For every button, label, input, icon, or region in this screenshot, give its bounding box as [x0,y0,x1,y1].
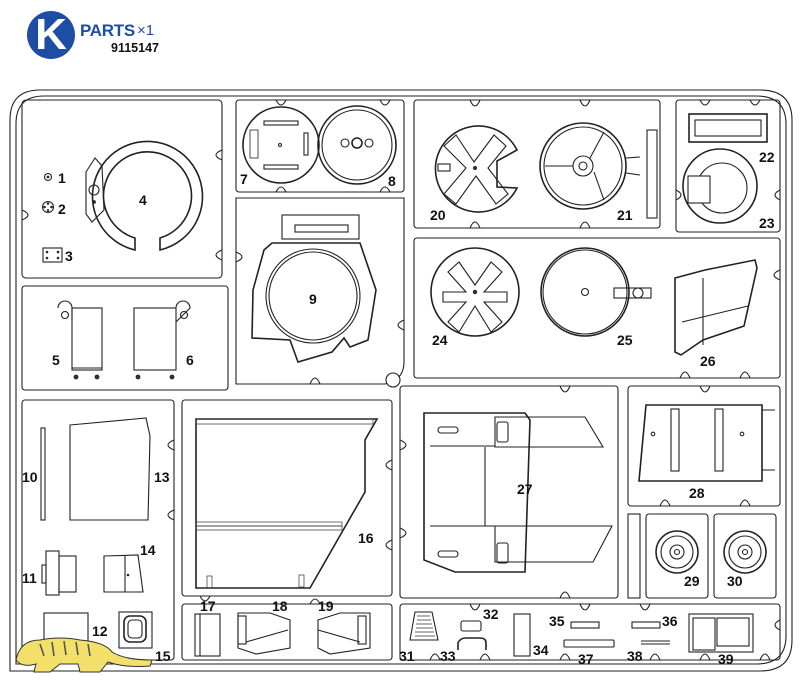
part-3 [42,247,63,263]
label-part-4: 4 [139,192,147,208]
part-30 [723,530,767,574]
label-part-1: 1 [58,170,66,186]
sprue-header: K PARTS ×1 9115147 [0,0,260,70]
label-part-30: 30 [727,573,743,589]
part-29 [655,530,699,574]
part-36 [631,621,661,629]
part-10 [40,427,46,521]
label-part-6: 6 [186,352,194,368]
label-part-13: 13 [154,469,170,485]
label-part-34: 34 [533,642,549,658]
sprue-runners [21,99,781,661]
label-part-22: 22 [759,149,775,165]
part-26 [674,259,758,356]
part-9 [251,214,377,363]
label-part-25: 25 [617,332,633,348]
label-part-9: 9 [309,291,317,307]
part-37 [563,639,615,648]
label-part-5: 5 [52,352,60,368]
parts-label: PARTS [80,21,135,40]
sprue-frame [9,89,793,672]
label-part-20: 20 [430,207,446,223]
part-16 [195,418,379,589]
part-14 [103,554,144,593]
label-part-11: 11 [22,570,37,586]
label-part-24: 24 [432,332,448,348]
part-1 [43,172,53,182]
part-15 [118,611,153,649]
part-35 [570,621,600,629]
label-part-31: 31 [399,648,415,664]
part-38 [641,640,670,645]
tiger-logo [15,637,153,673]
parts-quantity: ×1 [137,22,155,39]
label-part-23: 23 [759,215,775,231]
label-part-17: 17 [200,598,216,614]
label-part-15: 15 [155,648,171,664]
label-part-35: 35 [549,613,565,629]
part-11 [41,550,77,596]
part-31 [409,611,439,641]
sprue-letter-badge: K [27,11,75,59]
label-part-39: 39 [718,651,734,667]
label-part-26: 26 [700,353,716,369]
part-6 [133,300,191,380]
label-part-18: 18 [272,598,288,614]
part-8 [317,105,397,185]
label-part-12: 12 [92,623,108,639]
part-33 [457,637,487,650]
part-28 [638,404,775,482]
label-part-27: 27 [517,481,533,497]
part-5 [57,300,103,380]
part-13 [69,417,151,521]
part-23 [682,148,758,224]
label-part-10: 10 [22,469,38,485]
label-part-21: 21 [617,207,633,223]
part-code: 9115147 [111,41,159,55]
label-part-33: 33 [440,648,456,664]
part-labels: 1 2 3 4 5 6 7 8 9 10 11 12 13 14 15 16 1… [22,149,775,667]
part-2 [41,200,55,214]
part-7 [242,106,320,184]
part-24 [430,247,520,337]
part-21 [539,122,641,210]
label-part-29: 29 [684,573,700,589]
label-part-3: 3 [65,248,73,264]
label-part-14: 14 [140,542,156,558]
part-18 [237,612,291,655]
label-part-37: 37 [578,651,594,667]
label-part-7: 7 [240,171,248,187]
part-20 [434,125,519,213]
part-25 [540,247,652,337]
part-17 [194,613,221,657]
part-39 [688,613,754,653]
label-part-2: 2 [58,201,66,217]
label-part-8: 8 [388,173,396,189]
part-32 [460,620,482,632]
label-part-38: 38 [627,648,643,664]
label-part-28: 28 [689,485,705,501]
part-27 [423,412,613,573]
label-part-16: 16 [358,530,374,546]
label-part-19: 19 [318,598,334,614]
part-4 [85,140,204,252]
label-part-32: 32 [483,606,499,622]
label-part-36: 36 [662,613,678,629]
part-19 [317,612,371,655]
part-22 [688,113,768,143]
part-34 [513,613,531,657]
